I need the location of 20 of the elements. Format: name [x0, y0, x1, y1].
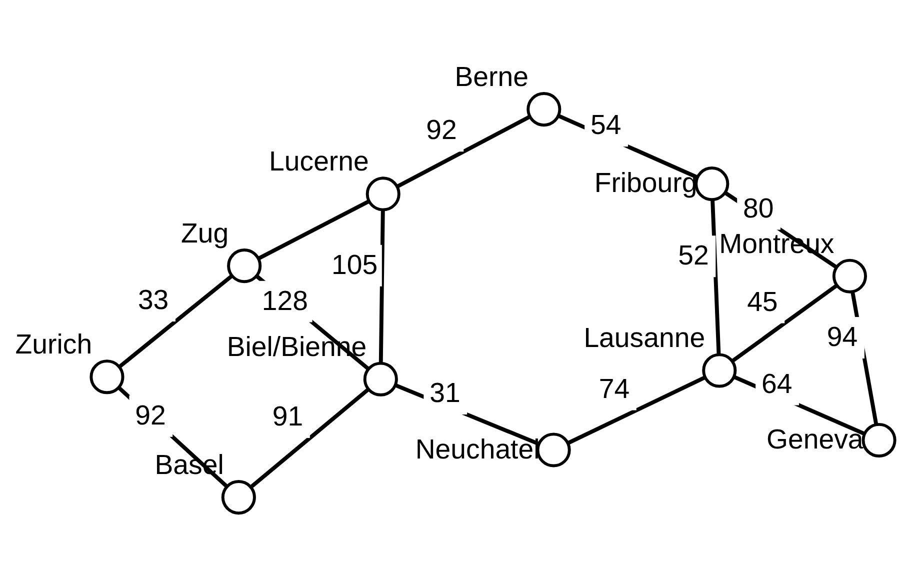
node-label: Zurich — [15, 328, 92, 360]
node-label: Zug — [181, 218, 229, 249]
edge-label: 54 — [590, 109, 622, 140]
edge-label: 74 — [598, 372, 630, 404]
node-label: Fribourg — [594, 167, 698, 198]
node-label: Lucerne — [269, 146, 369, 177]
edge-label: 94 — [826, 321, 858, 352]
edge-label: 105 — [332, 248, 378, 280]
edge-label: 52 — [678, 240, 709, 271]
node-label: Lausanne — [584, 322, 706, 354]
edge-label: 45 — [747, 286, 778, 317]
edge-label: 80 — [743, 192, 774, 224]
edge-label: 92 — [135, 399, 166, 430]
node-label: Berne — [454, 61, 528, 92]
edge-label: 92 — [426, 114, 457, 146]
edge-label: 128 — [262, 284, 308, 316]
edge-label: 64 — [761, 368, 792, 399]
edge-label: 31 — [430, 377, 460, 408]
edge-label: 91 — [272, 400, 304, 432]
edge-label: 33 — [138, 284, 169, 316]
